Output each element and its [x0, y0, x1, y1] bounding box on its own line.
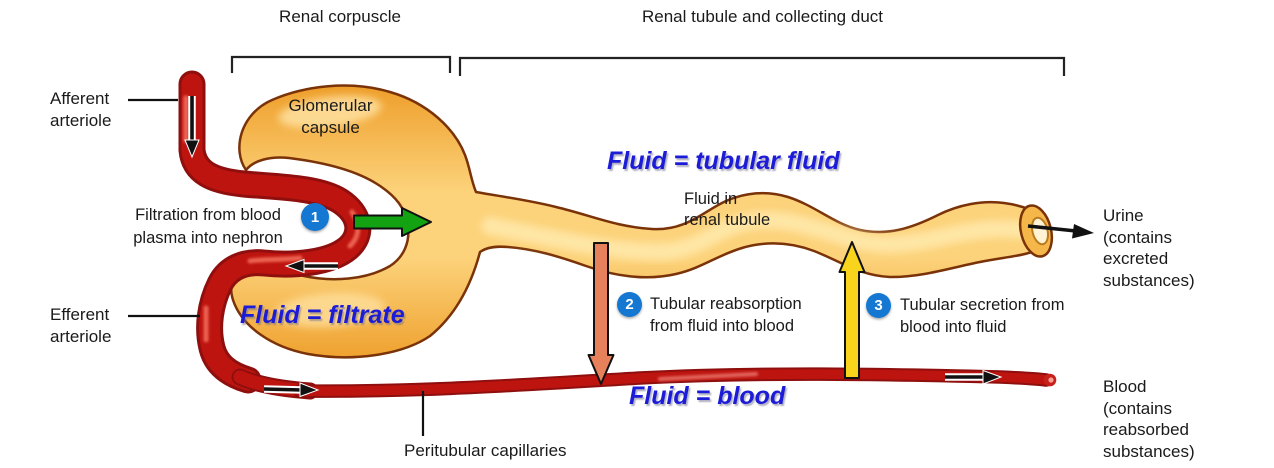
renal-tubule-bracket-label: Renal tubule and collecting duct — [642, 7, 883, 26]
urine-output-label: Urine (contains excreted substances) — [1103, 206, 1195, 290]
capsule-highlight — [278, 95, 382, 129]
step1-badge: 1 — [301, 203, 329, 231]
capsule-lower-highlight — [275, 292, 385, 328]
fluid-blood-note: Fluid = blood — [629, 382, 786, 410]
efferent-arteriole-label: Efferent arteriole — [50, 305, 112, 346]
fluid-tubular-note: Fluid = tubular fluid — [607, 147, 840, 175]
renal-corpuscle-bracket-label: Renal corpuscle — [279, 7, 401, 26]
vessel-highlights — [183, 95, 758, 381]
capsule-and-tubule-shape — [230, 84, 1050, 359]
renal-corpuscle-bracket — [230, 55, 452, 73]
capillary-end — [1043, 373, 1057, 387]
filtration-arrow-icon — [353, 207, 432, 237]
tubule-highlight — [481, 211, 1035, 262]
step2-badge: 2 — [617, 292, 642, 317]
afferent-flow-arrow-icon — [184, 96, 200, 159]
renal-tubule-bracket — [458, 56, 1066, 76]
afferent-arteriole-label: Afferent arteriole — [50, 89, 112, 130]
peritubular-capillaries-label: Peritubular capillaries — [404, 441, 567, 460]
fluid-in-renal-tubule-label: Fluid in renal tubule — [684, 190, 771, 229]
bracket-lines — [230, 55, 1066, 76]
step3-text: Tubular secretion from blood into fluid — [900, 296, 1065, 336]
capillary-start-flow-arrow-icon — [263, 382, 320, 398]
step1-text: Filtration from blood plasma into nephro… — [133, 206, 283, 247]
step2-text: Tubular reabsorption from fluid into blo… — [650, 295, 802, 335]
flow-arrows — [184, 96, 1094, 398]
secretion-arrow-icon — [838, 241, 866, 379]
urine-exit-arrow-icon — [1027, 224, 1094, 239]
hairpin-return-flow-arrow-icon — [284, 258, 338, 274]
fluid-filtrate-note: Fluid = filtrate — [240, 301, 405, 329]
leader-lines — [128, 98, 425, 436]
capillary-end-flow-arrow-icon — [945, 369, 1003, 385]
blood-output-label: Blood (contains reabsorbed substances) — [1103, 377, 1195, 461]
step3-badge: 3 — [866, 293, 891, 318]
reabsorption-arrow-icon — [587, 242, 615, 385]
glomerular-capsule-label: Glomerular capsule — [288, 96, 373, 137]
